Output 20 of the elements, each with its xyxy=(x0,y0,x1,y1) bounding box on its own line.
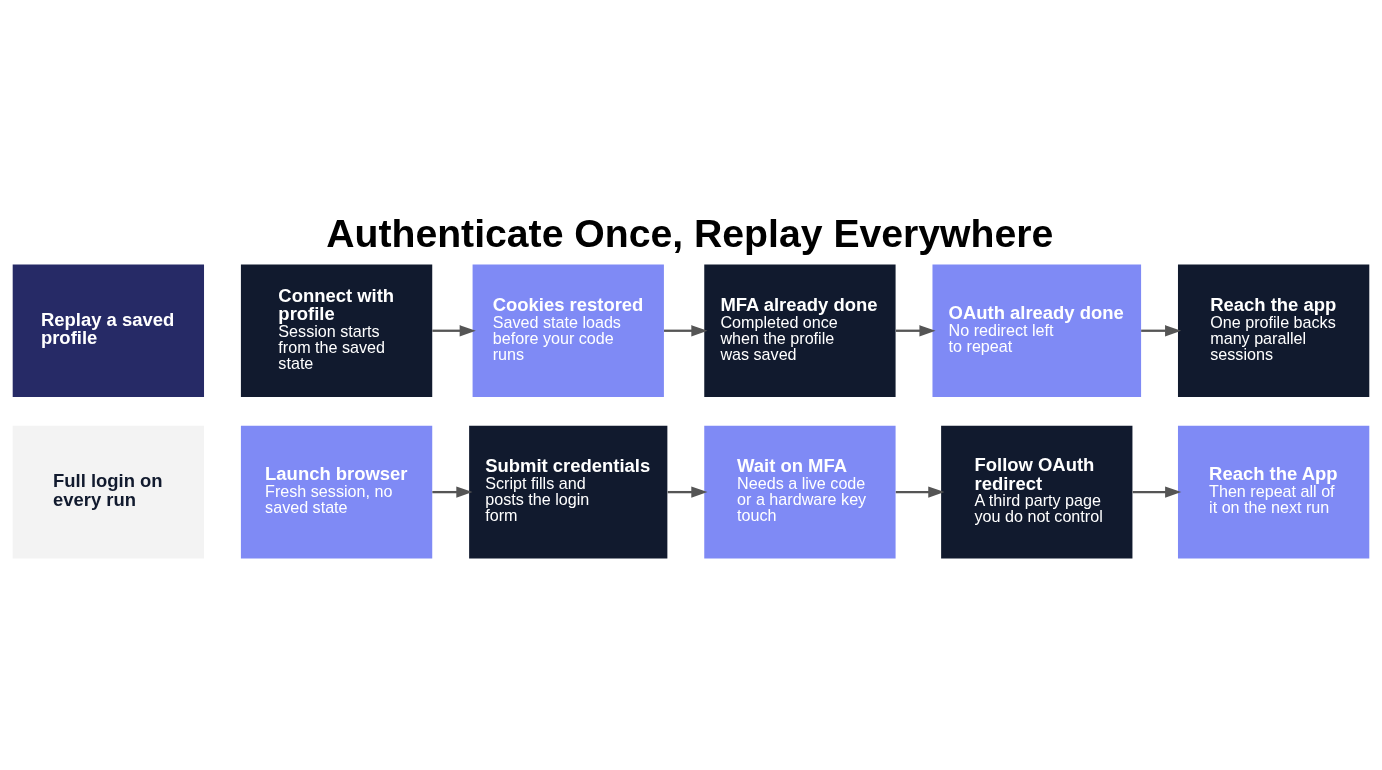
node-box: MFA already done Completed once when the profile was saved xyxy=(704,264,896,397)
arrow xyxy=(1132,485,1182,498)
node-box: Cookies restored Saved state loads before your code runs xyxy=(472,264,664,397)
arrow xyxy=(1141,324,1182,336)
arrow xyxy=(895,324,936,336)
arrow xyxy=(667,485,708,498)
node-box: Reach the App Then repeat all of it on the next run xyxy=(1177,425,1370,558)
node-box: OAuth already done No redirect left to repeat xyxy=(932,264,1142,397)
node-box: Connect with profile Session starts from the saved state xyxy=(240,264,433,397)
arrow xyxy=(432,485,473,498)
node-box: Submit credentials Script fills and posts the login form xyxy=(469,425,668,558)
arrow xyxy=(895,485,945,498)
node-box: Reach the app One profile backs many parallel sessions xyxy=(1177,264,1370,397)
diagram-title: Authenticate Once, Replay Everywhere xyxy=(326,211,1054,255)
node-box: Launch browser Fresh session, no saved state xyxy=(240,425,433,558)
arrow xyxy=(432,324,476,336)
node-box: Follow OAuth redirect A third party page you do not control xyxy=(941,425,1133,558)
node-box: Replay a saved profile xyxy=(12,264,205,397)
node-box: Wait on MFA Needs a live code or a hardware key touch xyxy=(704,425,896,558)
arrow xyxy=(664,324,708,336)
